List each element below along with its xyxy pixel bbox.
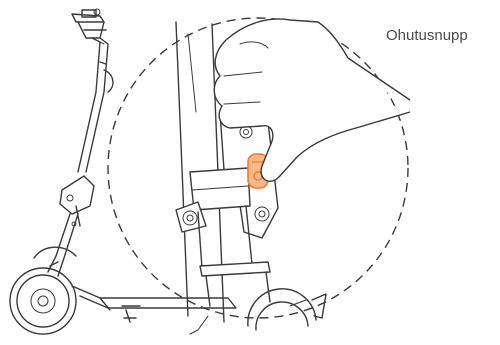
handlebar <box>72 9 106 38</box>
rear-wheel <box>248 289 326 330</box>
safety-button-label: Ohutusnupp <box>386 27 468 44</box>
steering-stem <box>78 38 113 172</box>
joint-block <box>176 168 250 232</box>
kickstand <box>190 316 208 334</box>
front-fork <box>34 214 78 276</box>
front-wheel <box>10 268 76 334</box>
magnified-folding-mechanism <box>176 19 410 322</box>
deck <box>72 286 236 322</box>
tube-left-edge <box>176 22 188 316</box>
